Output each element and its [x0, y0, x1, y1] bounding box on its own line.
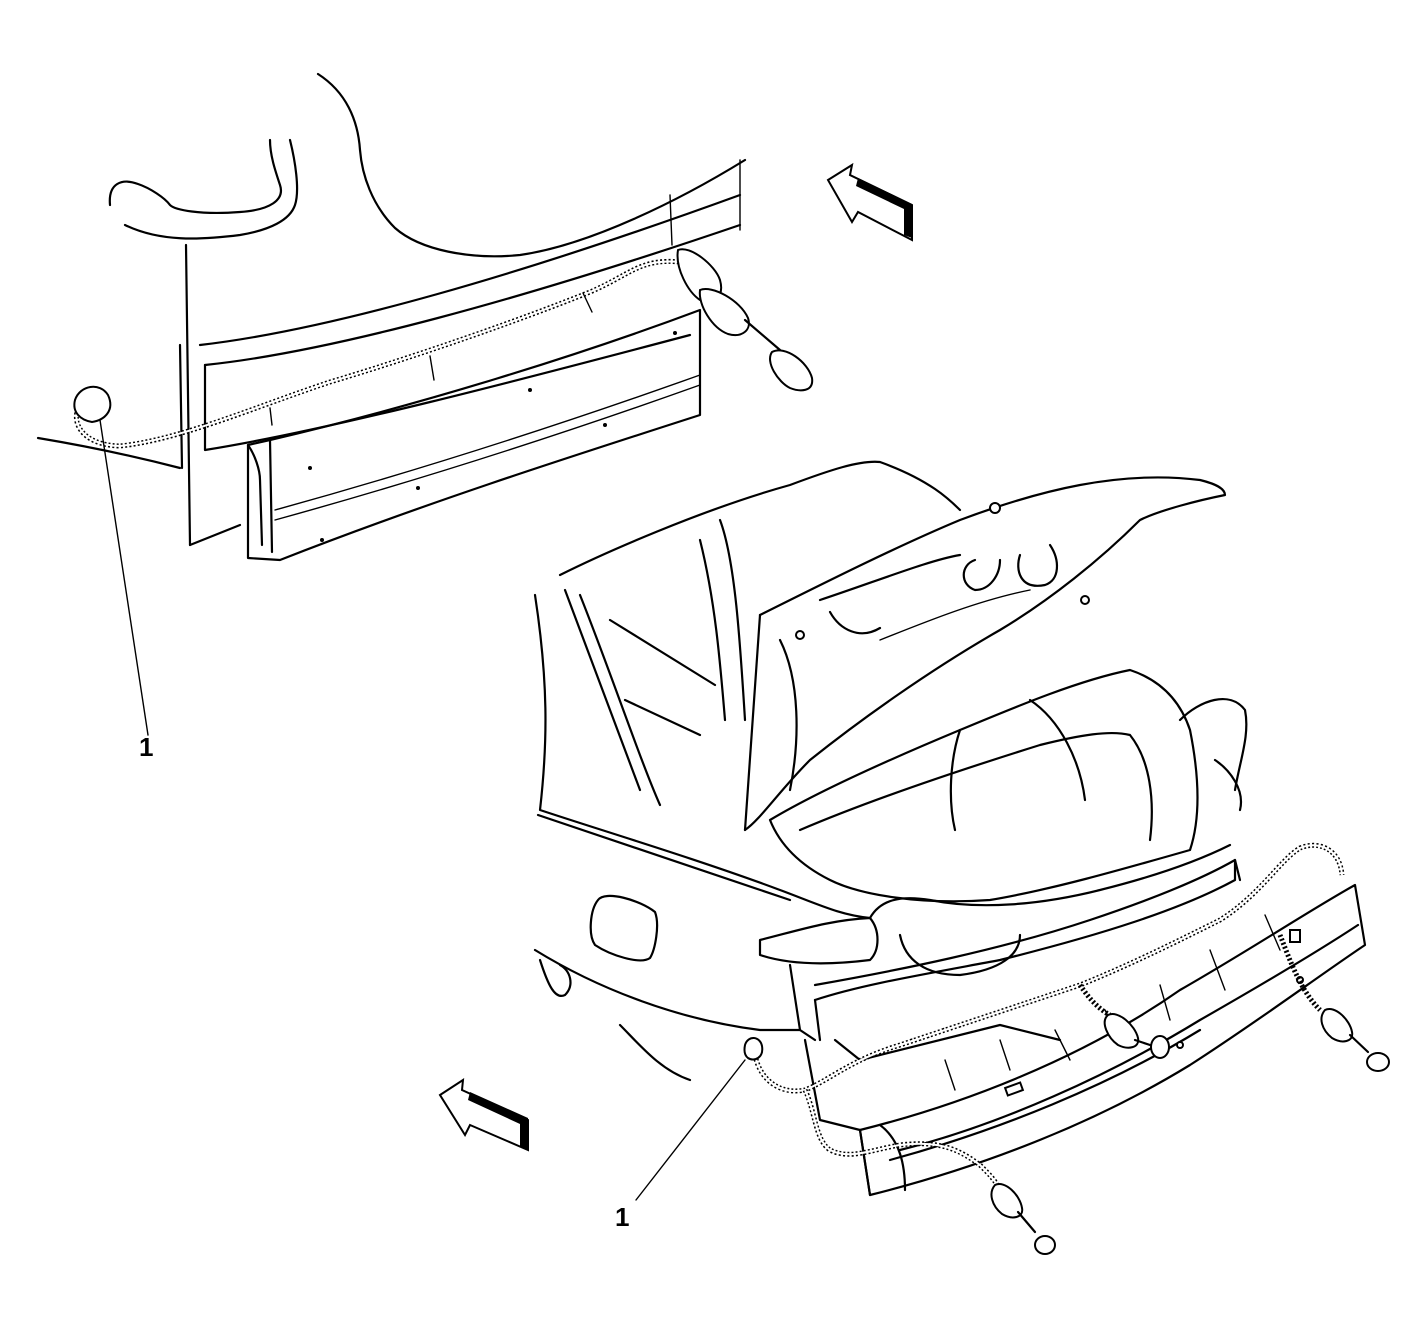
reinforcement-bar — [246, 308, 702, 562]
direction-arrow-upper — [826, 162, 913, 242]
lower-wiring-harness — [752, 842, 1345, 1094]
callout-1-lower-leader — [635, 1059, 746, 1201]
rear-body-panel — [758, 916, 879, 965]
rear-panel-edge — [203, 333, 692, 452]
bulb-center — [1150, 1035, 1170, 1059]
quarter-panel — [533, 593, 872, 920]
bulb-upper — [769, 349, 814, 392]
bulb-socket-lower-left — [990, 1183, 1056, 1255]
deck-lid-edge-lower — [203, 223, 742, 367]
rear-window-frame — [558, 460, 962, 577]
callout-1-lower: 1 — [615, 1202, 630, 1232]
bulb-socket-center — [1103, 1013, 1170, 1059]
bulb-socket-upper — [676, 248, 814, 392]
upper-wiring-harness — [73, 258, 681, 449]
quarter-panel-edge — [184, 243, 192, 547]
callout-1-upper: 1 — [139, 732, 154, 762]
callout-1-upper-leader — [99, 419, 149, 736]
grommet-lower — [743, 1037, 764, 1061]
rear-pillar-curve — [108, 138, 283, 215]
bulb-socket-right — [1320, 1008, 1390, 1072]
deck-lid — [743, 476, 1227, 832]
vehicle-rear-view — [438, 460, 1390, 1255]
upper-detail-view — [36, 72, 913, 562]
fuel-door — [589, 894, 659, 962]
grommet-upper — [73, 385, 112, 424]
spare-tire-well — [898, 933, 1022, 977]
deck-lid-edge-upper — [198, 193, 742, 347]
trunk-opening — [768, 668, 1199, 903]
bulb-lower-left — [1034, 1235, 1056, 1255]
bulb-right — [1366, 1052, 1390, 1072]
direction-arrow-lower — [438, 1078, 529, 1152]
rear-pillar-inner — [123, 138, 299, 240]
rear-window-outline — [316, 72, 747, 258]
rear-impact-bar — [803, 883, 1367, 1197]
